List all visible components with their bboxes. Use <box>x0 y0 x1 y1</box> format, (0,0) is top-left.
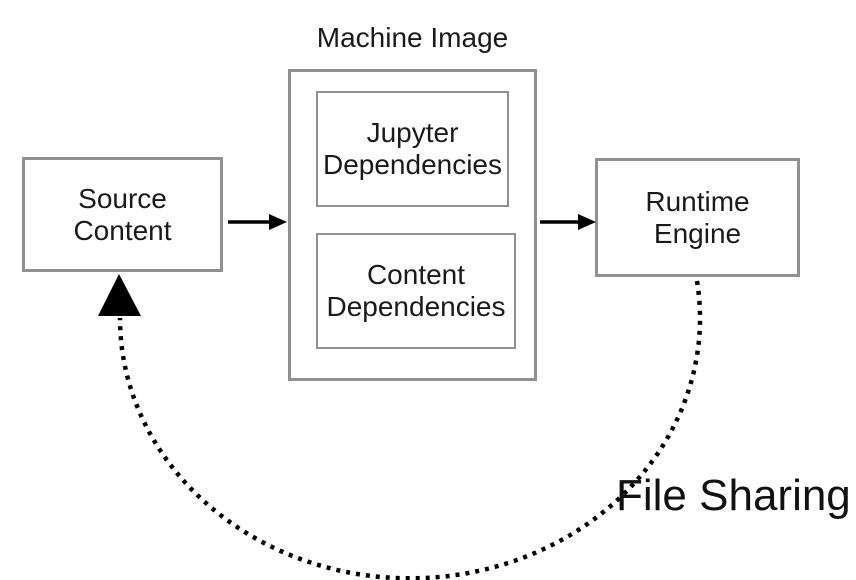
content-dependencies-label-line1: Content <box>366 259 466 290</box>
jupyter-dependencies-box: Jupyter Dependencies <box>316 91 509 207</box>
runtime-engine-label-line1: Runtime <box>645 185 750 217</box>
jupyter-dependencies-label-line2: Dependencies <box>322 149 503 180</box>
arrow-machine-to-runtime-head <box>578 214 596 230</box>
source-content-label-line2: Content <box>73 214 172 246</box>
arrow-machine-to-runtime <box>540 214 596 230</box>
runtime-engine-box: Runtime Engine <box>595 158 800 277</box>
source-content-box: Source Content <box>22 157 223 272</box>
arrow-source-to-machine <box>228 214 287 230</box>
file-sharing-label: File Sharing <box>616 471 851 520</box>
source-content-label-line1: Source <box>78 182 167 214</box>
content-dependencies-label-line2: Dependencies <box>326 291 506 322</box>
runtime-engine-label-line2: Engine <box>653 217 742 249</box>
machine-image-title: Machine Image <box>316 22 509 53</box>
jupyter-dependencies-label-line1: Jupyter <box>366 117 459 148</box>
arrow-source-to-machine-head <box>269 214 287 230</box>
file-sharing-arrowhead <box>98 274 141 316</box>
content-dependencies-box: Content Dependencies <box>316 233 516 349</box>
